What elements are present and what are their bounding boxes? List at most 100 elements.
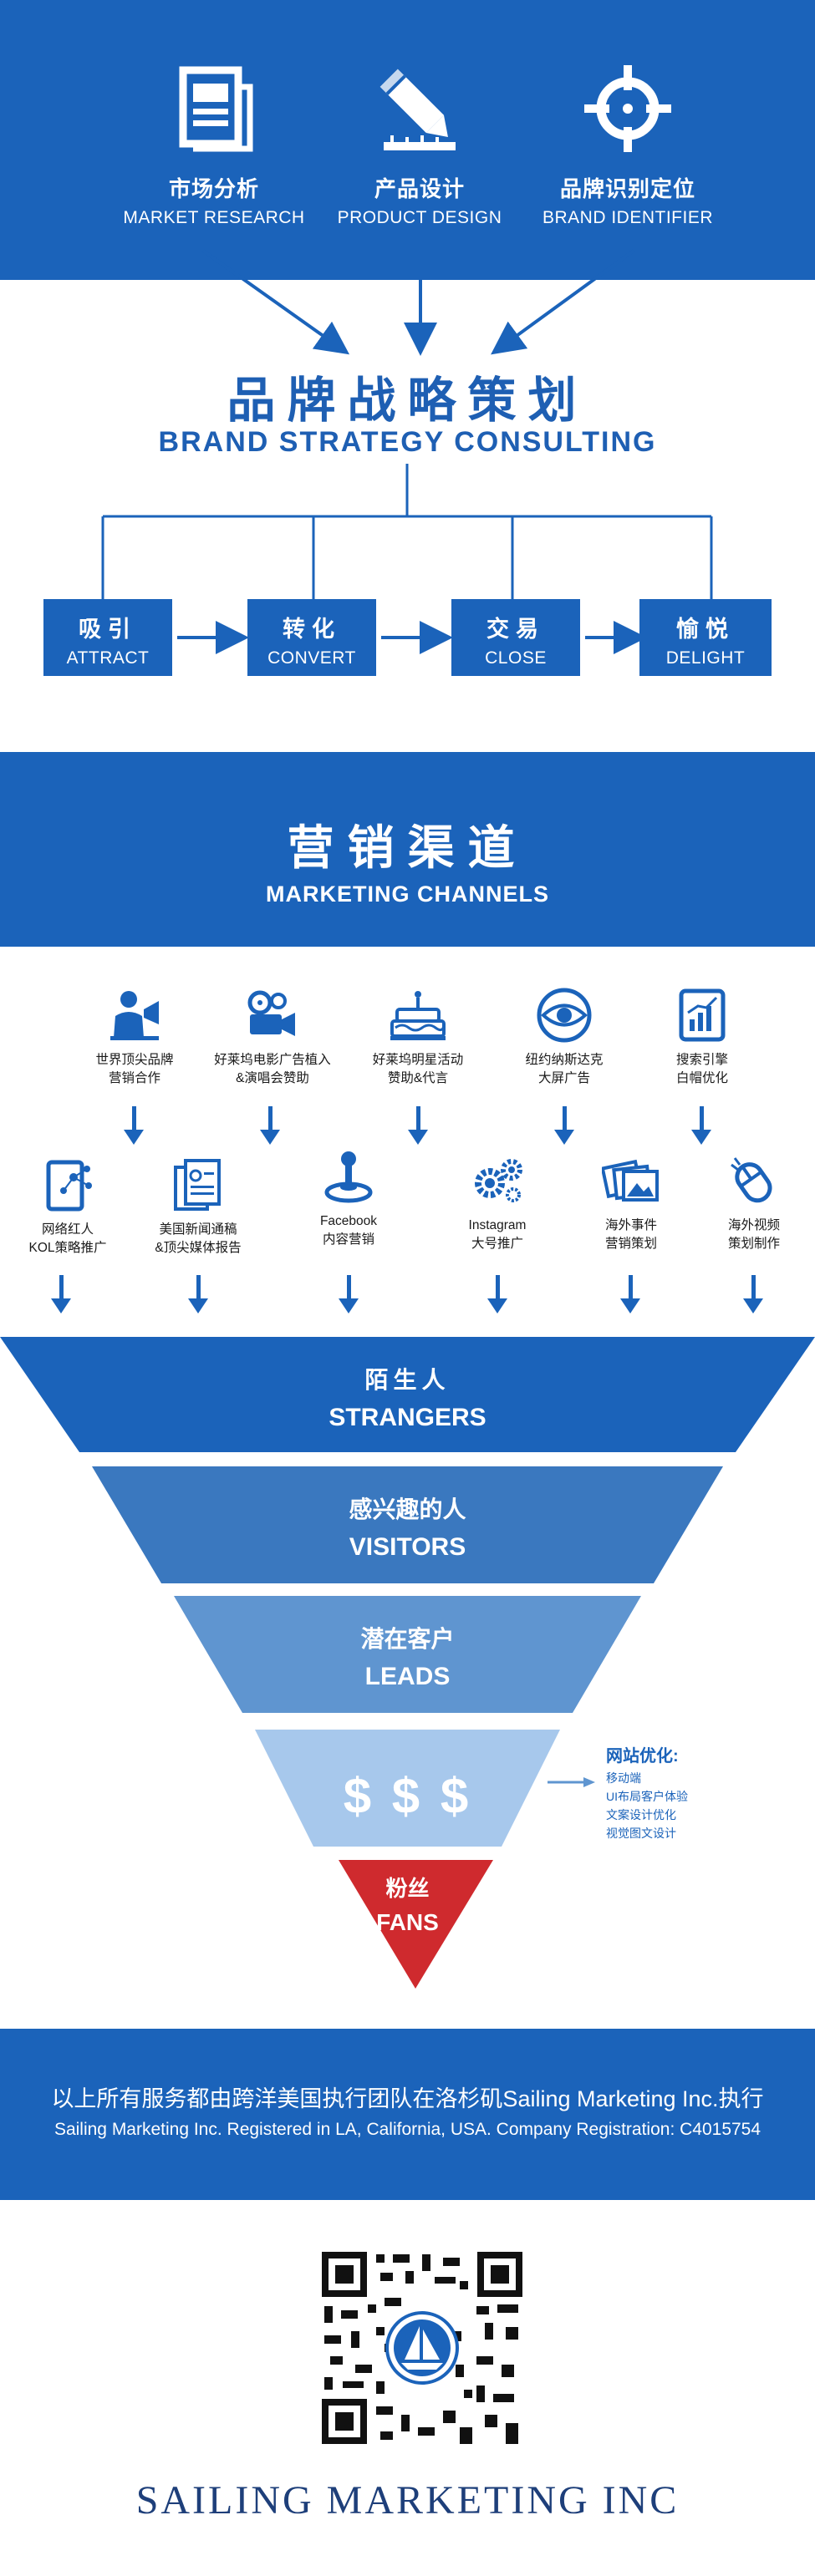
product-design-item: 产品设计 PRODUCT DESIGN bbox=[311, 58, 528, 228]
photo-cards-icon bbox=[600, 1153, 660, 1208]
channel-label-line2: 白帽优化 bbox=[675, 1071, 728, 1085]
channel-label-line1: 网络红人 bbox=[41, 1222, 94, 1237]
channel-nasdaq-screen: 纽约纳斯达克 大屏广告 bbox=[493, 988, 635, 1088]
funnel-layer-leads bbox=[174, 1596, 641, 1713]
funnel-visitors-en: VISITORS bbox=[349, 1533, 466, 1561]
strategy-connectors bbox=[101, 249, 713, 654]
brand-wordmark: SAILING MARKETING INC bbox=[135, 2478, 680, 2523]
note-title: 网站优化: bbox=[606, 1747, 679, 1766]
channel-celebrity-events: 好莱坞明星活动 赞助&代言 bbox=[347, 988, 489, 1088]
marketing-funnel bbox=[0, 1337, 815, 1989]
footer-band bbox=[0, 2029, 815, 2200]
channel-press-release: 美国新闻通稿 &顶尖媒体报告 bbox=[127, 1157, 269, 1258]
note-line: 文案设计优化 bbox=[606, 1808, 676, 1821]
qr-code[interactable] bbox=[318, 2248, 527, 2448]
note-line: UI布局客户体验 bbox=[606, 1790, 688, 1803]
step-attract-cn: 吸引 bbox=[79, 617, 137, 642]
channel-label-line1: 搜索引擎 bbox=[675, 1053, 728, 1067]
tablet-network-icon bbox=[38, 1157, 97, 1212]
channel-label-line2: &演唱会赞助 bbox=[236, 1071, 309, 1085]
step-close: 交易 CLOSE bbox=[451, 599, 580, 676]
channel-label-line1: 美国新闻通稿 bbox=[159, 1222, 237, 1237]
step-convert-en: CONVERT bbox=[267, 648, 356, 668]
brand-identifier-item: 品牌识别定位 BRAND IDENTIFIER bbox=[519, 58, 736, 228]
crosshair-icon bbox=[582, 58, 674, 159]
channel-events: 海外事件 营销策划 bbox=[560, 1153, 702, 1253]
arrow-right bbox=[491, 249, 635, 355]
funnel-fans-en: FANS bbox=[376, 1909, 439, 1935]
channel-video: 海外视频 策划制作 bbox=[683, 1153, 815, 1253]
channel-label-line2: 营销策划 bbox=[604, 1237, 657, 1251]
brand-identifier-en: BRAND IDENTIFIER bbox=[542, 208, 713, 227]
funnel-layer-money bbox=[255, 1730, 560, 1847]
film-camera-icon bbox=[243, 988, 302, 1043]
funnel-layer-visitors bbox=[92, 1466, 723, 1583]
step-convert-cn: 转化 bbox=[283, 617, 341, 642]
document-icon bbox=[168, 58, 260, 159]
eye-icon bbox=[535, 988, 593, 1043]
market-research-en: MARKET RESEARCH bbox=[123, 208, 305, 227]
cake-icon bbox=[389, 988, 447, 1043]
product-design-cn: 产品设计 bbox=[374, 176, 465, 201]
channel-label-line2: &顶尖媒体报告 bbox=[155, 1241, 242, 1255]
note-line: 移动端 bbox=[606, 1771, 641, 1785]
funnel-layer-strangers bbox=[0, 1337, 815, 1452]
funnel-strangers-cn: 陌生人 bbox=[364, 1367, 451, 1393]
step-delight-cn: 愉悦 bbox=[676, 617, 735, 642]
channels-band bbox=[0, 752, 815, 947]
pencil-ruler-icon bbox=[374, 58, 466, 159]
channel-instagram: Instagram 大号推广 bbox=[426, 1153, 568, 1253]
funnel-leads-en: LEADS bbox=[364, 1663, 451, 1690]
channels-title-en: MARKETING CHANNELS bbox=[266, 882, 549, 907]
channel-label-line2: 营销合作 bbox=[108, 1071, 160, 1085]
channel-label-line2: KOL策略推广 bbox=[28, 1241, 107, 1255]
joystick-icon bbox=[319, 1149, 378, 1204]
channel-label-line1: Facebook bbox=[319, 1214, 378, 1228]
footer-statement-en: Sailing Marketing Inc. Registered in LA,… bbox=[53, 2120, 762, 2139]
mouse-icon bbox=[725, 1153, 783, 1208]
footer-statement-cn: 以上所有服务都由跨洋美国执行团队在洛杉矶Sailing Marketing In… bbox=[51, 2086, 764, 2111]
channel-label-line2: 内容营销 bbox=[322, 1232, 374, 1247]
funnel-visitors-cn: 感兴趣的人 bbox=[349, 1496, 466, 1522]
channel-brand-cooperation: 世界顶尖品牌 营销合作 bbox=[64, 988, 206, 1088]
market-research-cn: 市场分析 bbox=[168, 176, 259, 201]
funnel-leads-cn: 潜在客户 bbox=[360, 1626, 455, 1652]
arrow-left bbox=[201, 249, 350, 355]
step-convert: 转化 CONVERT bbox=[247, 599, 376, 676]
funnel-money-symbols: $ $ $ bbox=[343, 1768, 472, 1824]
step-attract: 吸引 ATTRACT bbox=[43, 599, 172, 676]
funnel-layer-fans bbox=[339, 1860, 493, 1989]
product-design-en: PRODUCT DESIGN bbox=[337, 208, 502, 227]
channel-label-line1: 海外事件 bbox=[604, 1218, 657, 1232]
row2-arrows bbox=[51, 1275, 763, 1313]
channel-hollywood-film: 好莱坞电影广告植入 &演唱会赞助 bbox=[201, 988, 344, 1088]
growth-chart-icon bbox=[673, 988, 731, 1043]
note-line: 视觉图文设计 bbox=[606, 1827, 676, 1840]
channel-facebook: Facebook 内容营销 bbox=[278, 1149, 420, 1249]
channel-search-engine: 搜索引擎 白帽优化 bbox=[631, 988, 773, 1088]
channel-label-line1: 好莱坞电影广告植入 bbox=[214, 1053, 331, 1067]
funnel-fans-cn: 粉丝 bbox=[385, 1876, 430, 1901]
channel-label-line1: 纽约纳斯达克 bbox=[525, 1053, 604, 1067]
channel-label-line2: 赞助&代言 bbox=[387, 1071, 449, 1085]
step-attract-en: ATTRACT bbox=[66, 648, 150, 668]
channel-label-line1: 世界顶尖品牌 bbox=[95, 1053, 174, 1067]
gears-icon bbox=[468, 1153, 527, 1208]
channel-label-line1: Instagram bbox=[468, 1218, 527, 1232]
channel-label-line1: 好莱坞明星活动 bbox=[372, 1053, 464, 1067]
channel-label-line1: 海外视频 bbox=[727, 1218, 780, 1232]
step-delight: 愉悦 DELIGHT bbox=[639, 599, 772, 676]
brand-identifier-cn: 品牌识别定位 bbox=[559, 176, 695, 201]
row1-arrows bbox=[124, 1106, 711, 1145]
market-research-item: 市场分析 MARKET RESEARCH bbox=[105, 58, 323, 228]
strategy-title-cn: 品牌战略策划 bbox=[227, 372, 588, 429]
channel-kol: 网络红人 KOL策略推广 bbox=[0, 1157, 139, 1258]
news-documents-icon bbox=[169, 1157, 227, 1212]
step-close-en: CLOSE bbox=[485, 648, 547, 668]
channel-label-line2: 大屏广告 bbox=[537, 1071, 590, 1085]
presenter-megaphone-icon bbox=[105, 988, 164, 1043]
website-optimization-note: 网站优化: 移动端 UI布局客户体验 文案设计优化 视觉图文设计 bbox=[606, 1742, 688, 1842]
channel-label-line2: 大号推广 bbox=[471, 1237, 523, 1251]
channels-title-cn: 营销渠道 bbox=[287, 821, 528, 876]
strategy-title-en: BRAND STRATEGY CONSULTING bbox=[158, 426, 657, 458]
